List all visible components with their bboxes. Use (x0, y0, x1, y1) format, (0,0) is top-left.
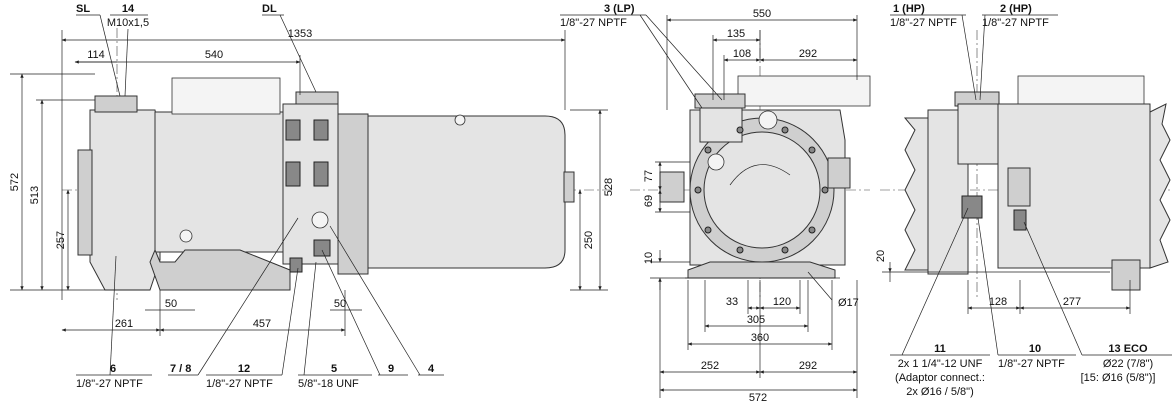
rear-end-view: 20 128 277 1 (HP) 1/8"-27 NPTF 2 (HP) 1/… (875, 3, 1172, 398)
label-7-8-number: 7 / 8 (170, 363, 191, 375)
label-9-number: 9 (388, 363, 394, 375)
label-3-lp-number: 3 (LP) (604, 3, 635, 15)
compressor-body-front (659, 75, 871, 279)
label-5-number: 5 (331, 363, 337, 375)
label-13-eco-number: 13 ECO (1108, 343, 1148, 355)
dim-277: 277 (1063, 296, 1081, 308)
dim-20: 20 (875, 250, 887, 262)
dim-528: 528 (603, 178, 615, 196)
dim-10: 10 (643, 252, 655, 264)
dim-108: 108 (733, 48, 751, 60)
dim-69: 69 (643, 195, 655, 207)
dim-457: 457 (253, 318, 271, 330)
dim-360: 360 (751, 332, 769, 344)
dim-540: 540 (205, 49, 223, 61)
label-6-number: 6 (110, 363, 116, 375)
dim-292-top: 292 (799, 48, 817, 60)
dim-135: 135 (727, 28, 745, 40)
label-11-line1: 2x 1 1/4"-12 UNF (898, 358, 983, 370)
label-6-spec: 1/8"-27 NPTF (76, 378, 143, 390)
dim-114: 114 (87, 49, 105, 61)
dim-257: 257 (55, 231, 67, 249)
label-11-line2: (Adaptor connect.: (895, 372, 985, 384)
dim-120: 120 (773, 296, 791, 308)
compressor-body-left (77, 77, 575, 291)
label-dl: DL (262, 3, 277, 15)
label-sl: SL (76, 3, 90, 15)
label-11-line3: 2x Ø16 / 5/8") (906, 386, 974, 398)
dim-77: 77 (643, 170, 655, 182)
dim-513: 513 (29, 186, 41, 204)
label-13-eco-line1: Ø22 (7/8") (1103, 358, 1153, 370)
dim-33: 33 (726, 296, 738, 308)
label-2-hp-spec: 1/8"-27 NPTF (982, 17, 1049, 29)
dim-572: 572 (9, 173, 21, 191)
left-side-view: 1353 540 114 572 513 257 528 250 50 50 2… (9, 3, 615, 390)
label-14-spec: M10x1,5 (107, 17, 149, 29)
label-2-hp-number: 2 (HP) (1000, 3, 1032, 15)
compressor-body-rear (903, 75, 1171, 291)
label-1-hp-number: 1 (HP) (893, 3, 925, 15)
dim-550: 550 (753, 8, 771, 20)
dim-292-bottom: 292 (799, 360, 817, 372)
dim-261: 261 (115, 318, 133, 330)
label-10-spec: 1/8"-27 NPTF (998, 358, 1065, 370)
dim-128: 128 (989, 296, 1007, 308)
dim-50-b: 50 (334, 298, 346, 310)
label-14-number: 14 (122, 3, 135, 15)
label-1-hp-spec: 1/8"-27 NPTF (890, 17, 957, 29)
dim-250: 250 (583, 231, 595, 249)
dim-diameter-17: Ø17 (838, 297, 859, 309)
dim-572-bottom: 572 (749, 392, 767, 404)
label-3-lp-spec: 1/8"-27 NPTF (560, 17, 627, 29)
dim-252: 252 (701, 360, 719, 372)
label-13-eco-line2: [15: Ø16 (5/8")] (1081, 372, 1156, 384)
label-12-spec: 1/8"-27 NPTF (206, 378, 273, 390)
label-11-number: 11 (934, 343, 946, 355)
label-5-spec: 5/8"-18 UNF (298, 378, 359, 390)
dim-1353: 1353 (288, 28, 312, 40)
dim-305: 305 (747, 314, 765, 326)
dim-50-a: 50 (165, 298, 177, 310)
label-10-number: 10 (1029, 343, 1041, 355)
front-end-view: 550 135 108 292 77 69 10 33 120 305 360 … (560, 3, 871, 404)
label-12-number: 12 (238, 363, 250, 375)
label-4-number: 4 (428, 363, 435, 375)
